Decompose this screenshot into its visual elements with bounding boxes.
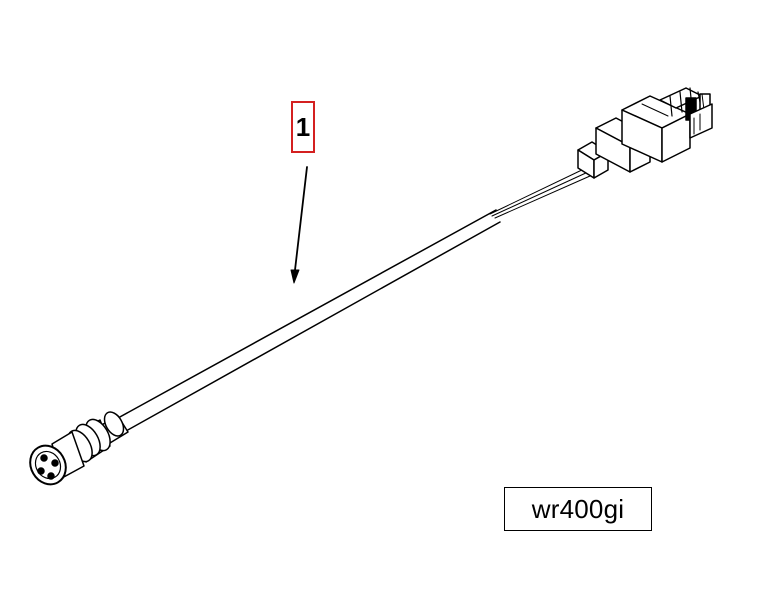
- callout-label: 1: [291, 101, 315, 153]
- round-connector: [29, 411, 129, 486]
- cable: [117, 209, 501, 432]
- diagram-code-label: wr400gi: [504, 487, 652, 531]
- block-connector: [577, 87, 713, 179]
- callout-arrow: [290, 166, 308, 284]
- wire-bundle: [489, 167, 591, 219]
